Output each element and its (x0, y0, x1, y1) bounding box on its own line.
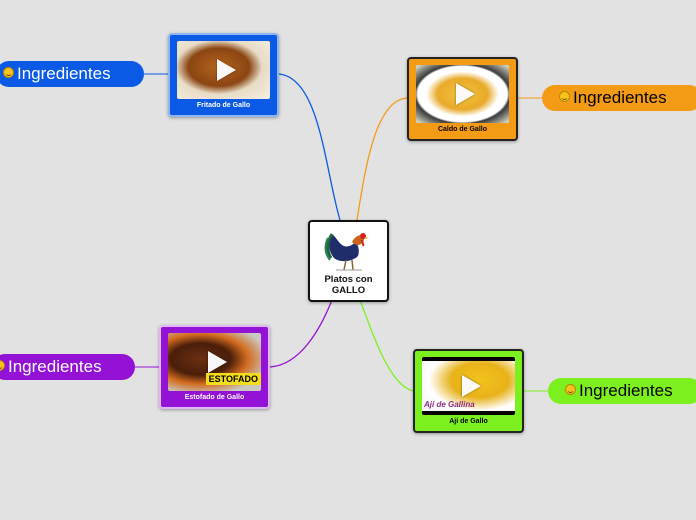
link-estofado (269, 299, 333, 368)
grinning-face-icon (559, 91, 570, 103)
play-icon[interactable] (455, 83, 475, 105)
ingredientes-caldo-label: Ingredientes (573, 88, 667, 107)
central-topic-title: Platos con GALLO (310, 274, 387, 296)
grinning-face-icon (3, 67, 14, 79)
ingredientes-aji[interactable]: Ingredientes (548, 378, 696, 404)
estofado-thumbnail[interactable]: ESTOFADO (168, 333, 261, 391)
estofado-label: Estofado de Gallo (184, 394, 245, 401)
thumbnail-bottom-bar (422, 411, 515, 415)
grinning-face-icon (565, 384, 576, 396)
central-topic[interactable]: Platos con GALLO (308, 220, 389, 302)
aji-thumbnail[interactable]: Ají de Gallina (422, 357, 515, 415)
thumbnail-top-bar (422, 357, 515, 361)
topic-fritado-de-gallo[interactable]: Fritado de Gallo (168, 33, 279, 117)
play-icon[interactable] (216, 59, 236, 81)
link-caldo (356, 97, 408, 221)
ingredientes-fritado[interactable]: Ingredientes (0, 61, 144, 87)
topic-caldo-de-gallo[interactable]: Caldo de Gallo (407, 57, 518, 141)
grinning-face-icon (0, 360, 5, 372)
ingredientes-caldo[interactable]: Ingredientes (542, 85, 696, 111)
ingredientes-estofado[interactable]: Ingredientes (0, 354, 135, 380)
central-topic-title-line2: GALLO (331, 285, 366, 296)
caldo-thumbnail[interactable] (416, 65, 509, 123)
link-aji (359, 299, 414, 392)
topic-estofado-de-gallo[interactable]: ESTOFADO Estofado de Gallo (159, 325, 270, 409)
play-icon[interactable] (207, 351, 227, 373)
fritado-label: Fritado de Gallo (196, 102, 251, 109)
rooster-icon (324, 233, 369, 271)
aji-label: Ají de Gallo (449, 418, 488, 425)
ingredientes-aji-label: Ingredientes (579, 381, 673, 400)
ingredientes-estofado-label: Ingredientes (8, 357, 102, 376)
estofado-thumbnail-caption: ESTOFADO (205, 373, 261, 385)
link-fritado (278, 73, 341, 221)
play-icon[interactable] (461, 375, 481, 397)
topic-aji-de-gallo[interactable]: Ají de Gallina Ají de Gallo (413, 349, 524, 433)
fritado-thumbnail[interactable] (177, 41, 270, 99)
caldo-label: Caldo de Gallo (437, 126, 487, 133)
central-topic-title-line1: Platos con (324, 274, 373, 285)
ingredientes-fritado-label: Ingredientes (17, 64, 111, 83)
aji-thumbnail-caption: Ají de Gallina (424, 400, 475, 409)
